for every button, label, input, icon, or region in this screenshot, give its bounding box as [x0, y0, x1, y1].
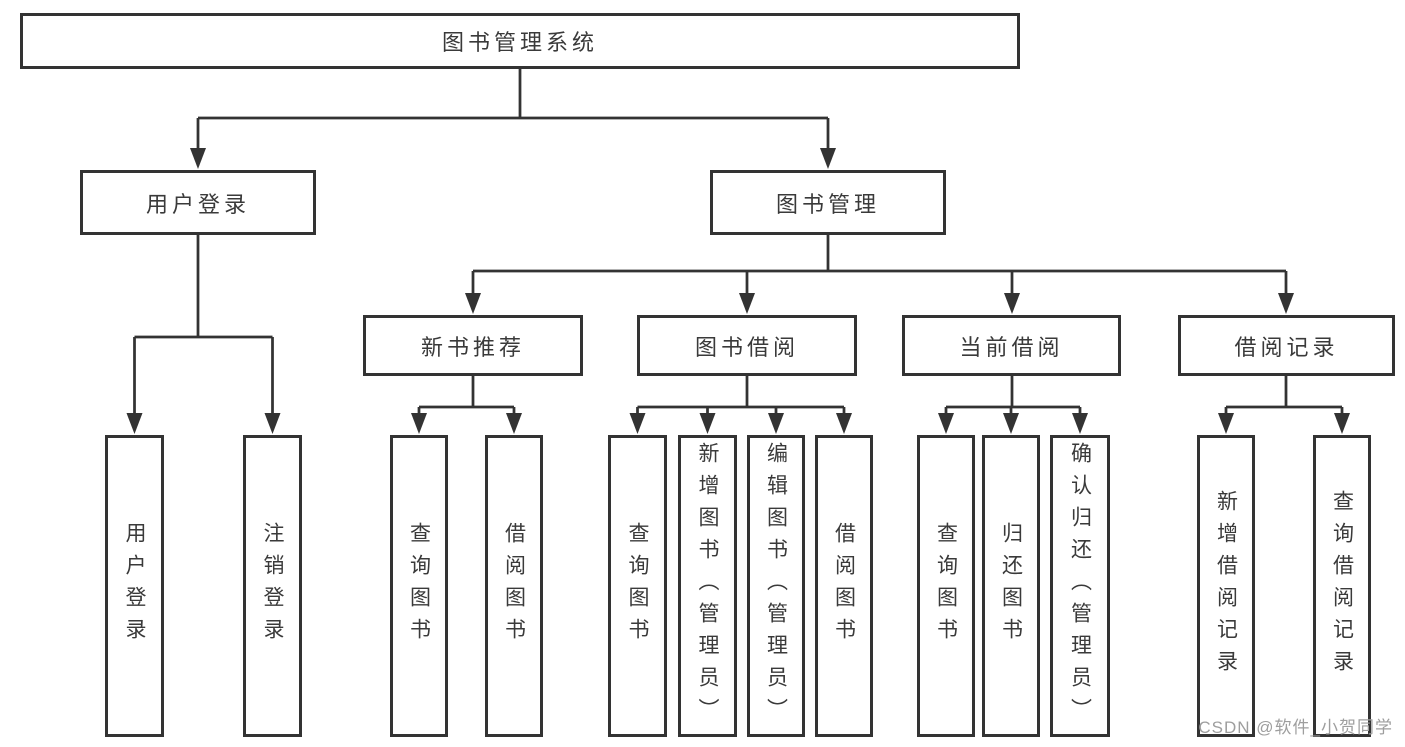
- node-label: 用户登录: [123, 522, 146, 650]
- node-label: 确认归还（管理员）: [1068, 442, 1092, 730]
- arrow-down-icon: [1004, 293, 1020, 314]
- arrowheads-group: [126, 148, 1350, 434]
- leaf-current-query-books: 查询图书: [917, 435, 975, 737]
- node-label: 注销登录: [261, 522, 284, 650]
- arrow-down-icon: [629, 413, 646, 434]
- leaf-records-query-record: 查询借阅记录: [1313, 435, 1371, 737]
- node-label: 归还图书: [999, 522, 1023, 650]
- leaf-current-confirm-return-admin: 确认归还（管理员）: [1050, 435, 1110, 737]
- leaf-borrow-edit-books-admin: 编辑图书（管理员）: [747, 435, 805, 737]
- leaf-borrow-add-books-admin: 新增图书（管理员）: [678, 435, 737, 737]
- node-label: 新增借阅记录: [1214, 490, 1238, 682]
- node-label: 图书管理系统: [441, 30, 598, 55]
- node-library-system: 图书管理系统: [20, 13, 1020, 69]
- leaf-current-return-books: 归还图书: [982, 435, 1040, 737]
- node-label: 新增图书（管理员）: [696, 442, 719, 730]
- node-label: 用户登录: [145, 191, 250, 217]
- node-label: 查询图书: [407, 522, 431, 650]
- node-new-book-recommend: 新书推荐: [363, 315, 583, 376]
- arrow-down-icon: [1003, 413, 1019, 434]
- node-label: 借阅图书: [502, 522, 526, 650]
- arrow-down-icon: [938, 413, 954, 434]
- node-book-borrowing: 图书借阅: [637, 315, 857, 376]
- node-label: 图书管理: [775, 191, 880, 217]
- arrow-down-icon: [411, 413, 427, 434]
- node-user-login: 用户登录: [80, 170, 316, 235]
- node-label: 借阅记录: [1234, 334, 1339, 360]
- arrow-down-icon: [1334, 413, 1350, 434]
- arrow-down-icon: [506, 413, 522, 434]
- arrow-down-icon: [126, 413, 143, 434]
- node-borrowing-records: 借阅记录: [1178, 315, 1395, 376]
- leaf-borrow-borrow-books: 借阅图书: [815, 435, 873, 737]
- node-label: 查询借阅记录: [1330, 490, 1354, 682]
- leaf-newbook-query-books: 查询图书: [390, 435, 448, 737]
- node-label: 借阅图书: [832, 522, 856, 650]
- arrow-down-icon: [465, 293, 481, 314]
- leaf-user-login: 用户登录: [105, 435, 164, 737]
- arrow-down-icon: [1278, 293, 1294, 314]
- arrow-down-icon: [1072, 413, 1088, 434]
- node-label: 图书借阅: [694, 334, 799, 360]
- arrow-down-icon: [190, 148, 206, 169]
- arrow-down-icon: [836, 413, 852, 434]
- node-current-borrowing: 当前借阅: [902, 315, 1121, 376]
- leaf-records-add-record: 新增借阅记录: [1197, 435, 1255, 737]
- leaf-newbook-borrow-books: 借阅图书: [485, 435, 543, 737]
- node-label: 当前借阅: [959, 334, 1064, 360]
- arrow-down-icon: [699, 413, 716, 434]
- leaf-borrow-query-books: 查询图书: [608, 435, 667, 737]
- arrow-down-icon: [739, 293, 755, 314]
- node-label: 编辑图书（管理员）: [764, 442, 788, 730]
- node-label: 查询图书: [626, 522, 649, 650]
- node-label: 新书推荐: [420, 334, 525, 360]
- csdn-watermark: CSDN @软件_小贺同学: [1198, 718, 1393, 737]
- node-book-management: 图书管理: [710, 170, 946, 235]
- arrow-down-icon: [1218, 413, 1234, 434]
- arrow-down-icon: [264, 413, 281, 434]
- leaf-logout: 注销登录: [243, 435, 302, 737]
- node-label: 查询图书: [934, 522, 958, 650]
- arrow-down-icon: [768, 413, 784, 434]
- arrow-down-icon: [820, 148, 836, 169]
